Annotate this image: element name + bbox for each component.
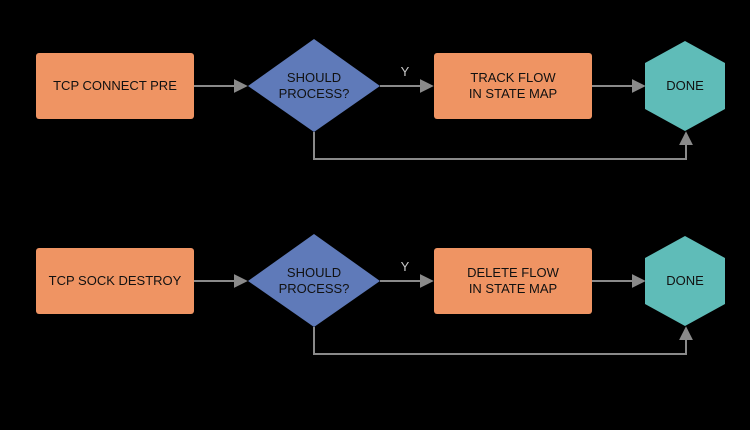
start-box xyxy=(36,53,194,119)
start-label: TCP CONNECT PRE xyxy=(53,78,177,93)
action-box xyxy=(434,248,592,314)
done-hexagon xyxy=(645,236,725,326)
action-label: DELETE FLOW IN STATE MAP xyxy=(467,265,559,296)
decision-diamond xyxy=(248,234,380,327)
done-hexagon xyxy=(645,41,725,131)
start-box xyxy=(36,248,194,314)
yes-edge-label: Y xyxy=(400,259,410,274)
decision-label: SHOULD PROCESS? xyxy=(278,70,350,101)
flow-2 xyxy=(36,234,725,355)
done-label: DONE xyxy=(666,273,704,288)
done-label: DONE xyxy=(666,78,704,93)
edge-decision-no xyxy=(313,326,693,355)
decision-diamond xyxy=(248,39,380,132)
action-label: TRACK FLOW IN STATE MAP xyxy=(468,70,558,101)
action-box xyxy=(434,53,592,119)
edge-decision-no xyxy=(313,131,693,160)
start-label: TCP SOCK DESTROY xyxy=(48,273,182,288)
decision-label: SHOULD PROCESS? xyxy=(278,265,350,296)
flow-1 xyxy=(36,39,725,160)
yes-edge-label: Y xyxy=(400,64,410,79)
